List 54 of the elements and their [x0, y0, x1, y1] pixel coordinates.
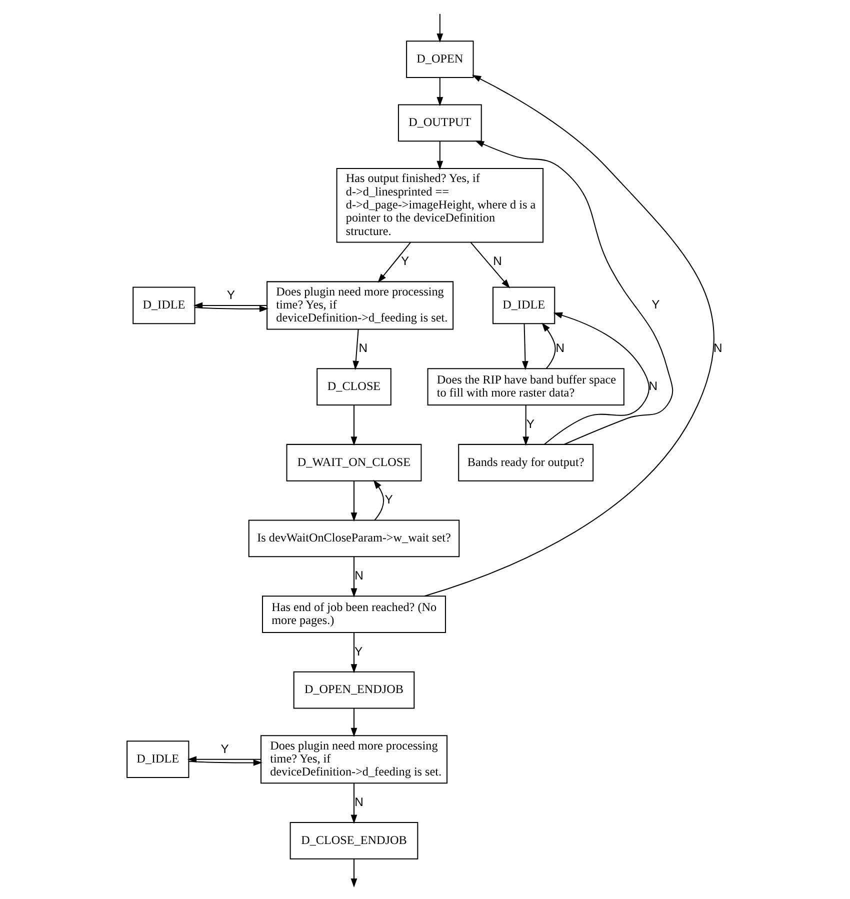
arrow	[470, 242, 510, 288]
arrow	[544, 312, 650, 444]
node-box: Has end of job been reached? (No more pages.)	[262, 595, 446, 632]
edge-label: N	[358, 340, 368, 355]
edge-label: Y	[220, 741, 229, 756]
node-box: D_OPEN	[406, 40, 474, 78]
arrow	[350, 480, 358, 522]
node-box: Does plugin need more processing time? Yes, if deviceDefinition->d_feeding is set.	[260, 734, 448, 784]
arrow	[378, 242, 412, 282]
node-box: Is devWaitOnCloseParam->w_wait set?	[248, 519, 460, 557]
arrow	[474, 140, 674, 444]
arrow	[350, 632, 358, 673]
node-box: Does plugin need more processing time? Yes, if deviceDefinition->d_feeding is set.	[266, 280, 454, 330]
node-box: D_IDLE	[126, 740, 190, 778]
arrow	[542, 322, 556, 368]
arrow	[436, 140, 444, 170]
edge-label: N	[354, 794, 364, 808]
arrow	[350, 782, 358, 824]
node-box: D_IDLE	[132, 286, 196, 324]
arrow	[193, 302, 267, 308]
arrow	[350, 858, 358, 888]
edge-label: Y	[526, 416, 534, 430]
edge-label: N	[648, 378, 658, 392]
edge-label: Y	[226, 287, 235, 302]
node-box: Has output finished? Yes, if d->d_linesprinted == d->d_page->imageHeight, where d is a pointer to the deviceDefinition structure.	[336, 167, 544, 242]
arrow	[424, 74, 714, 596]
arrow	[187, 756, 261, 762]
node-box: D_WAIT_ON_CLOSE	[286, 443, 422, 481]
node-box: D_OPEN_ENDJOB	[293, 670, 415, 708]
edge-label: N	[714, 340, 722, 355]
arrow	[522, 323, 528, 370]
edge-label: Y	[652, 297, 660, 312]
arrow	[350, 556, 358, 597]
arrow	[194, 305, 269, 312]
node-box: Bands ready for output?	[458, 443, 594, 481]
arrow	[436, 13, 444, 42]
edge-label: Y	[354, 644, 363, 658]
node-box: D_OUTPUT	[398, 104, 482, 142]
node-box: D_IDLE	[492, 286, 556, 324]
edge-label: N	[354, 568, 364, 582]
edge-label: Y	[400, 254, 410, 268]
arrow	[350, 708, 358, 736]
node-box: D_CLOSE_ENDJOB	[290, 822, 418, 859]
arrow	[188, 759, 262, 766]
edge-label: N	[556, 340, 565, 355]
arrow	[350, 404, 358, 446]
arrow	[373, 479, 384, 520]
arrow	[436, 77, 444, 106]
edge-label: Y	[384, 492, 393, 506]
node-box: Does the RIP have band buffer space to fill with more raster data?	[427, 368, 624, 406]
edge-label: N	[493, 254, 502, 268]
node-box: D_CLOSE	[316, 368, 392, 406]
arrow	[352, 328, 360, 370]
arrow	[522, 404, 530, 446]
